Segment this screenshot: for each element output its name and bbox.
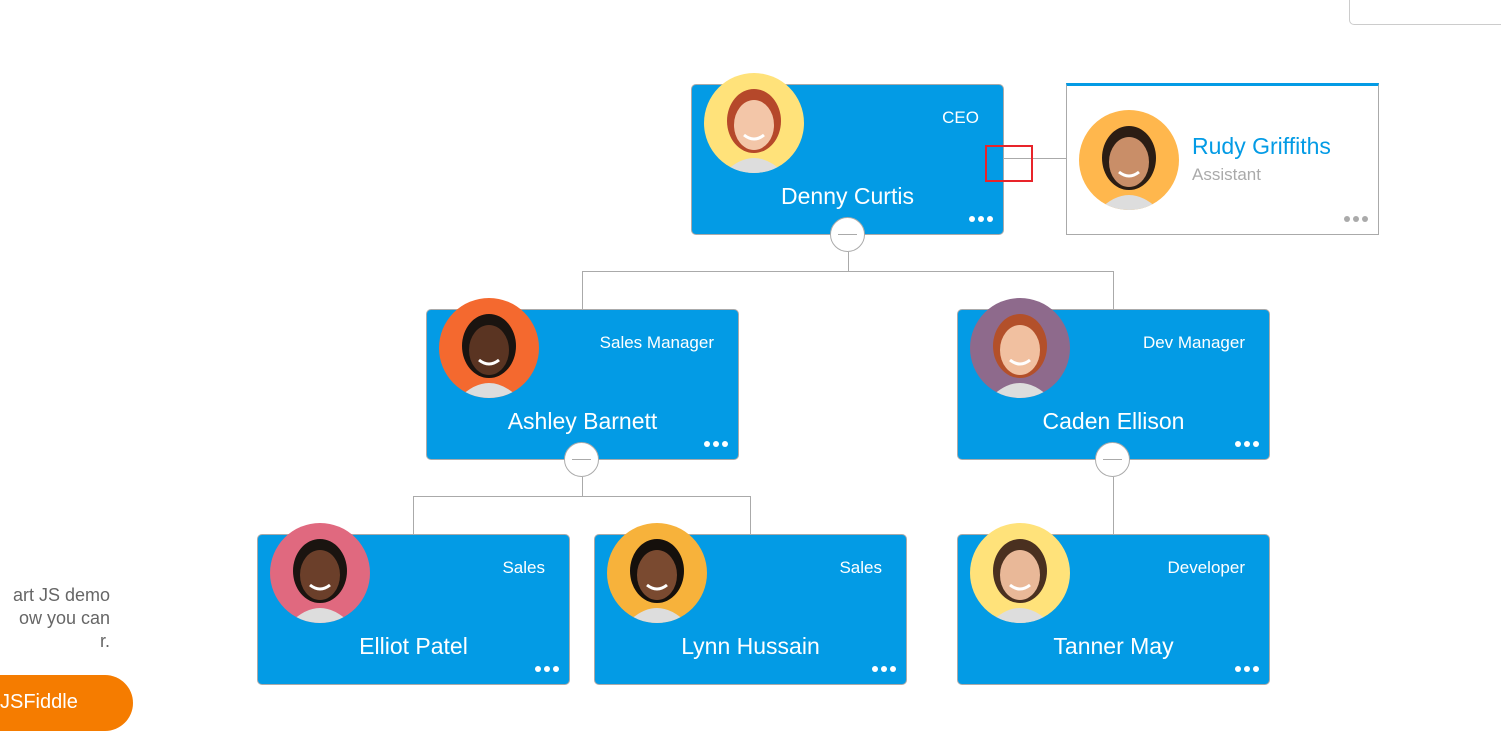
collapse-button[interactable] xyxy=(1095,442,1130,477)
avatar xyxy=(270,523,370,623)
avatar xyxy=(439,298,539,398)
intro-line: ow you can xyxy=(18,608,110,628)
org-node[interactable]: CEO Denny Curtis xyxy=(691,73,1004,235)
avatar xyxy=(1079,110,1179,210)
connector-line xyxy=(413,496,414,534)
node-title: CEO xyxy=(942,108,979,127)
node-title: Sales xyxy=(839,558,882,577)
jsfiddle-button[interactable]: JSFiddle xyxy=(0,675,133,731)
connector-line xyxy=(1113,477,1114,534)
more-options-icon[interactable] xyxy=(1341,216,1368,222)
connector-line xyxy=(413,496,751,497)
more-options-icon[interactable] xyxy=(869,666,896,672)
more-options-icon[interactable] xyxy=(966,216,993,222)
node-name: Caden Ellison xyxy=(1042,408,1185,434)
node-title: Dev Manager xyxy=(1142,333,1245,352)
highlight-box xyxy=(985,145,1033,182)
intro-text: art JS demo ow you can r. xyxy=(0,584,110,653)
connector-line xyxy=(582,271,1114,272)
node-name: Elliot Patel xyxy=(359,633,468,659)
collapse-button[interactable] xyxy=(830,217,865,252)
node-name: Tanner May xyxy=(1053,633,1174,659)
node-title: Developer xyxy=(1167,558,1246,577)
node-name: Denny Curtis xyxy=(781,183,914,209)
avatar xyxy=(607,523,707,623)
intro-line: r. xyxy=(99,631,110,651)
connector-line xyxy=(750,496,751,534)
connector-line xyxy=(848,252,849,271)
connector-line xyxy=(582,271,583,309)
more-options-icon[interactable] xyxy=(1232,666,1259,672)
node-title: Sales xyxy=(502,558,545,577)
more-options-icon[interactable] xyxy=(1232,441,1259,447)
avatar xyxy=(704,73,804,173)
more-options-icon[interactable] xyxy=(532,666,559,672)
node-name: Lynn Hussain xyxy=(681,633,820,659)
node-name: Rudy Griffiths xyxy=(1192,133,1331,159)
connector-line xyxy=(1113,271,1114,309)
node-title: Sales Manager xyxy=(599,333,714,352)
connector-line xyxy=(1004,158,1066,159)
avatar xyxy=(970,523,1070,623)
collapse-button[interactable] xyxy=(564,442,599,477)
node-title: Assistant xyxy=(1192,165,1261,184)
top-right-panel xyxy=(1349,0,1501,25)
intro-line: art JS demo xyxy=(12,585,110,605)
node-name: Ashley Barnett xyxy=(507,408,658,434)
connector-line xyxy=(582,477,583,496)
more-options-icon[interactable] xyxy=(701,441,728,447)
avatar xyxy=(970,298,1070,398)
